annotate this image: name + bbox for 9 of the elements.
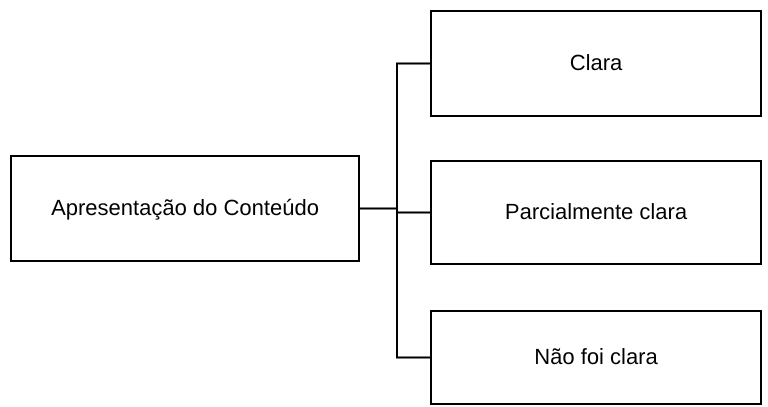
text-box — [430, 160, 762, 265]
text-box — [430, 310, 762, 405]
box-label: Não foi clara — [534, 345, 658, 370]
text-box — [10, 155, 360, 262]
text-box — [430, 10, 762, 117]
box-label: Apresentação do Conteúdo — [51, 196, 319, 221]
box-label: Parcialmente clara — [504, 200, 688, 225]
box-label: Clara — [570, 51, 622, 76]
connector-line — [360, 208, 430, 358]
